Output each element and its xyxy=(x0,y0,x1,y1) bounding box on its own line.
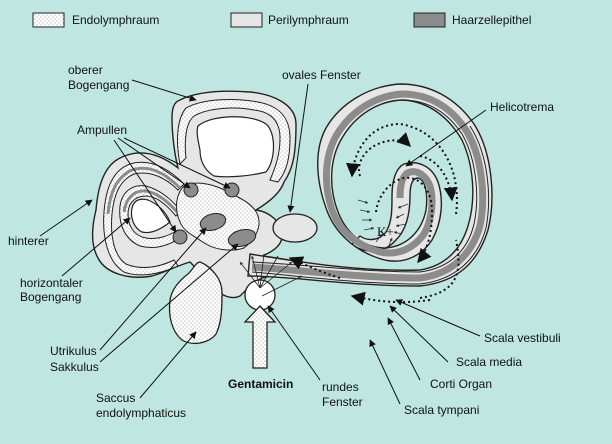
cochlea: K+ xyxy=(247,83,493,306)
legend: Endolymphraum Perilymphraum Haarzellepit… xyxy=(32,12,531,28)
superior-canal-endolymph xyxy=(177,99,291,183)
label-scala-media: Scala media xyxy=(456,355,522,369)
saccus-endolymphaticus xyxy=(168,261,223,345)
label-bogengang-horizontaler: Bogengang xyxy=(20,290,81,304)
label-fenster: Fenster xyxy=(322,395,363,409)
legend-endolymph-swatch xyxy=(32,12,65,28)
scala-media-flow xyxy=(288,256,341,279)
label-ovales: ovales Fenster xyxy=(282,68,361,82)
label-oberer: oberer xyxy=(68,63,103,77)
pointer-utrikulus xyxy=(99,227,207,351)
pointer-hinterer xyxy=(39,199,93,237)
pointer-sakkulus xyxy=(99,243,239,363)
labels: oberer Bogengang Ampullen hinterer horiz… xyxy=(8,63,561,420)
vestibular-labyrinth xyxy=(91,90,321,345)
scala-vestibuli-flow-outer xyxy=(352,122,460,299)
label-ampullen: Ampullen xyxy=(77,123,127,137)
pointer-rundes xyxy=(267,305,321,381)
pointer-oberer xyxy=(131,79,197,102)
pointer-saccus xyxy=(139,331,197,399)
label-scala-tympani: Scala tympani xyxy=(404,403,479,417)
pointer-horizontaler xyxy=(61,217,131,277)
pointer-ampullen-3 xyxy=(113,139,177,233)
label-hinterer: hinterer xyxy=(8,234,49,248)
posterior-canal-inner xyxy=(130,198,171,234)
ampulla-2 xyxy=(224,182,240,198)
legend-endolymph-label: Endolymphraum xyxy=(72,13,159,27)
label-bogengang-oberer: Bogengang xyxy=(68,78,129,92)
utriculus-macula xyxy=(199,213,227,231)
superior-canal-hole xyxy=(196,116,275,178)
legend-haarzell-swatch xyxy=(413,12,446,28)
sacculus-macula xyxy=(227,228,257,248)
legend-haarzell-label: Haarzellepithel xyxy=(452,13,531,27)
scala-tympani-flow xyxy=(350,291,431,306)
label-saccus: Saccus xyxy=(96,391,135,405)
posterior-canal-endolymph xyxy=(103,161,185,276)
label-scala-vestibuli: Scala vestibuli xyxy=(484,331,561,345)
label-gentamicin: Gentamicin xyxy=(228,377,293,391)
pointer-ampullen-1 xyxy=(117,137,191,189)
label-endolymphaticus: endolymphaticus xyxy=(96,406,186,420)
pointer-scala-tympani xyxy=(369,339,401,405)
cochlea-inner-line-2 xyxy=(251,125,490,285)
legend-perilymph-label: Perilymphraum xyxy=(268,13,349,27)
posterior-canal-hair-cells xyxy=(106,166,182,215)
oval-window xyxy=(272,213,318,243)
k-plus-label: K+ xyxy=(377,224,394,239)
label-helicotrema: Helicotrema xyxy=(490,100,554,114)
potassium-flux-arrows xyxy=(357,199,409,249)
pointer-ampullen-2 xyxy=(123,137,231,189)
inner-spiral-flow xyxy=(375,176,434,264)
pointer-scala-vestibuli xyxy=(395,299,481,337)
pointer-helicotrema xyxy=(405,109,487,167)
scala-media-hair-cells xyxy=(251,90,487,282)
gentamicin-arrow xyxy=(243,305,277,369)
pointer-scala-media xyxy=(389,305,449,363)
gentamicin-diffusion-arrows xyxy=(239,253,303,297)
label-rundes: rundes xyxy=(322,380,359,394)
pointer-corti xyxy=(387,317,421,381)
label-horizontaler: horizontaler xyxy=(20,276,83,290)
legend-perilymph-swatch xyxy=(230,12,263,28)
pointer-ovales xyxy=(287,83,309,213)
ampulla-3 xyxy=(172,229,188,245)
cochlea-inner-line-1 xyxy=(251,99,478,273)
helicotrema-flow xyxy=(358,132,411,177)
label-sakkulus: Sakkulus xyxy=(50,360,99,374)
label-pointers xyxy=(39,79,487,405)
label-utrikulus: Utrikulus xyxy=(50,344,97,358)
label-corti: Corti Organ xyxy=(430,377,492,391)
horizontal-canal-hair-cells xyxy=(122,189,180,215)
